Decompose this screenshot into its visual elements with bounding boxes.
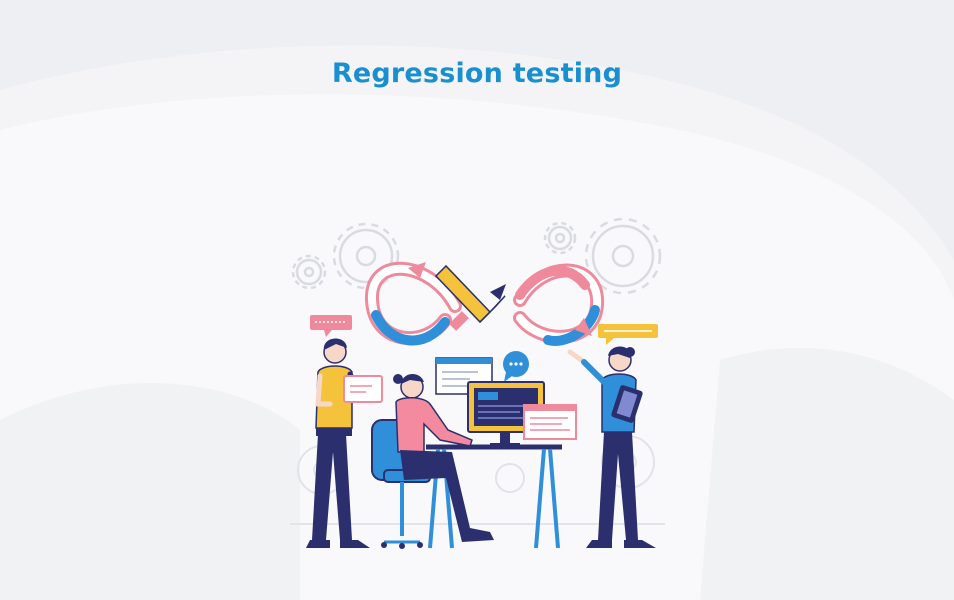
page-title: Regression testing bbox=[331, 58, 623, 89]
infinity-loop-icon bbox=[365, 261, 605, 346]
chat-bubble-icon bbox=[503, 351, 529, 382]
chat-bubble-icon bbox=[598, 324, 658, 345]
pencil-icon bbox=[434, 264, 506, 331]
gear-icon bbox=[332, 222, 400, 290]
gear-icon bbox=[291, 254, 327, 290]
tablet-icon bbox=[611, 385, 643, 423]
gear-icon bbox=[584, 217, 662, 295]
seated-woman bbox=[393, 373, 494, 542]
gear-icon bbox=[543, 221, 577, 255]
standing-man bbox=[306, 338, 370, 548]
standing-woman bbox=[567, 346, 656, 548]
code-window-icon bbox=[523, 404, 577, 440]
tablet-icon bbox=[343, 375, 383, 403]
chat-bubble-icon bbox=[310, 315, 352, 337]
